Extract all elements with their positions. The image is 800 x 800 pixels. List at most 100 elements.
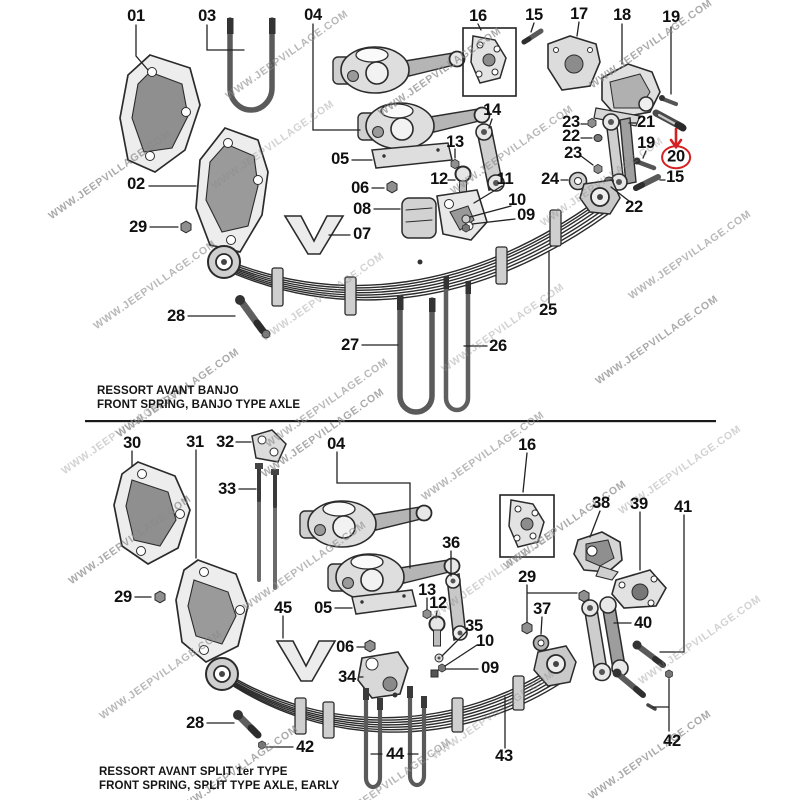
part-label-35: 35 (465, 616, 483, 635)
part-label-19: 19 (637, 133, 655, 152)
part-label-04: 04 (327, 434, 345, 453)
part-25-leaf-spring (207, 179, 621, 316)
bottom-diagram (113, 429, 685, 790)
part-19-pin-lower (633, 157, 657, 171)
part-label-28: 28 (167, 306, 185, 325)
part-15-pin-lower (633, 174, 661, 191)
part-16-boxed-gusset (462, 27, 517, 97)
part-16-boxed-gusset-split (499, 494, 555, 558)
part-44-u-bolts (363, 686, 427, 790)
part-28-pivot-bolt-split (233, 710, 262, 739)
part-label-22: 22 (562, 126, 580, 145)
part-label-24: 24 (541, 169, 559, 188)
part-05-skid-plate-split (351, 589, 417, 615)
part-label-41: 41 (674, 497, 692, 516)
part-32-shackle-bracket (251, 429, 287, 463)
part-label-40: 40 (634, 613, 652, 632)
part-label-30: 30 (123, 433, 141, 452)
leader-lines-top (135, 21, 672, 347)
part-label-04: 04 (304, 5, 322, 24)
part-label-08: 08 (353, 199, 371, 218)
part-label-23: 23 (562, 112, 580, 131)
part-08-bumper (401, 197, 437, 239)
part-31-bracket-plate (175, 559, 249, 664)
part-label-29: 29 (518, 567, 536, 586)
part-35-washer (434, 653, 444, 663)
caption-split: RESSORT AVANT SPLIT 1er TYPE FRONT SPRIN… (99, 765, 339, 793)
part-label-33: 33 (218, 479, 236, 498)
part-17-bracket (547, 35, 601, 91)
caption-banjo-line1: RESSORT AVANT BANJO (97, 385, 239, 397)
part-39-plate (611, 569, 667, 609)
part-label-02: 02 (127, 174, 145, 193)
part-09-bolt-head-split (430, 669, 439, 678)
part-label-28: 28 (186, 713, 204, 732)
part-label-32: 32 (216, 432, 234, 451)
part-02-bracket-plate (195, 126, 269, 253)
part-label-09: 09 (481, 658, 499, 677)
part-label-45: 45 (274, 598, 292, 617)
part-label-25: 25 (539, 300, 557, 319)
caption-split-line1: RESSORT AVANT SPLIT 1er TYPE (99, 766, 288, 778)
part-label-10: 10 (476, 631, 494, 650)
part-label-05: 05 (314, 598, 332, 617)
part-label-29: 29 (114, 587, 132, 606)
part-label-09: 09 (517, 205, 535, 224)
part-label-14: 14 (483, 100, 501, 119)
part-12-eye-bolt-split (428, 615, 446, 647)
part-30-bracket-plate (113, 461, 191, 565)
part-label-06: 06 (336, 637, 354, 656)
part-label-22: 22 (625, 197, 643, 216)
part-label-16: 16 (469, 6, 487, 25)
part-10-washer (461, 214, 471, 224)
part-26-u-bolt (443, 275, 471, 413)
part-15-pin (521, 28, 544, 45)
part-01-bracket-plate (119, 54, 201, 173)
part-label-17: 17 (570, 4, 588, 23)
part-label-12: 12 (430, 169, 448, 188)
part-19-pin-upper (659, 95, 678, 106)
part-label-34: 34 (338, 667, 356, 686)
part-label-05: 05 (331, 149, 349, 168)
part-45-v-bracket (275, 640, 337, 682)
caption-banjo-line2: FRONT SPRING, BANJO TYPE AXLE (97, 399, 301, 412)
part-22-bushing-upper (593, 134, 603, 142)
part-label-15: 15 (525, 5, 543, 24)
part-label-42: 42 (663, 731, 681, 750)
part-41-bolt-second (612, 668, 646, 698)
caption-split-line2: FRONT SPRING, SPLIT TYPE AXLE, EARLY (99, 780, 340, 793)
part-label-23: 23 (564, 143, 582, 162)
part-28-pivot-bolt (235, 295, 271, 339)
part-label-06: 06 (351, 178, 369, 197)
section-divider (85, 420, 716, 423)
part-27-u-bolt (397, 295, 436, 415)
caption-banjo: RESSORT AVANT BANJO FRONT SPRING, BANJO … (97, 384, 300, 412)
part-label-19: 19 (662, 7, 680, 26)
part-label-21: 21 (637, 112, 655, 131)
part-label-29: 29 (129, 217, 147, 236)
part-label-31: 31 (186, 432, 204, 451)
part-label-13: 13 (418, 580, 436, 599)
part-38-bracket (573, 531, 623, 581)
part-label-18: 18 (613, 5, 631, 24)
part-label-39: 39 (630, 494, 648, 513)
part-33-center-bolts (255, 463, 279, 590)
part-label-15: 15 (666, 167, 684, 186)
part-36-link (445, 572, 468, 642)
part-label-12: 12 (429, 593, 447, 612)
part-34-spring-seat (357, 651, 409, 699)
part-18-mount-bracket (593, 63, 661, 127)
part-42-fastener (646, 703, 657, 711)
part-label-36: 36 (442, 533, 460, 552)
part-label-07: 07 (353, 224, 371, 243)
part-05-skid-plate (371, 142, 453, 169)
part-label-44: 44 (386, 744, 404, 763)
part-41-bolt (632, 640, 666, 668)
part-37-bushing (532, 634, 550, 652)
part-20-pivot-pin (652, 109, 687, 132)
top-diagram (119, 17, 687, 415)
part-40-shackle-links (581, 596, 629, 682)
